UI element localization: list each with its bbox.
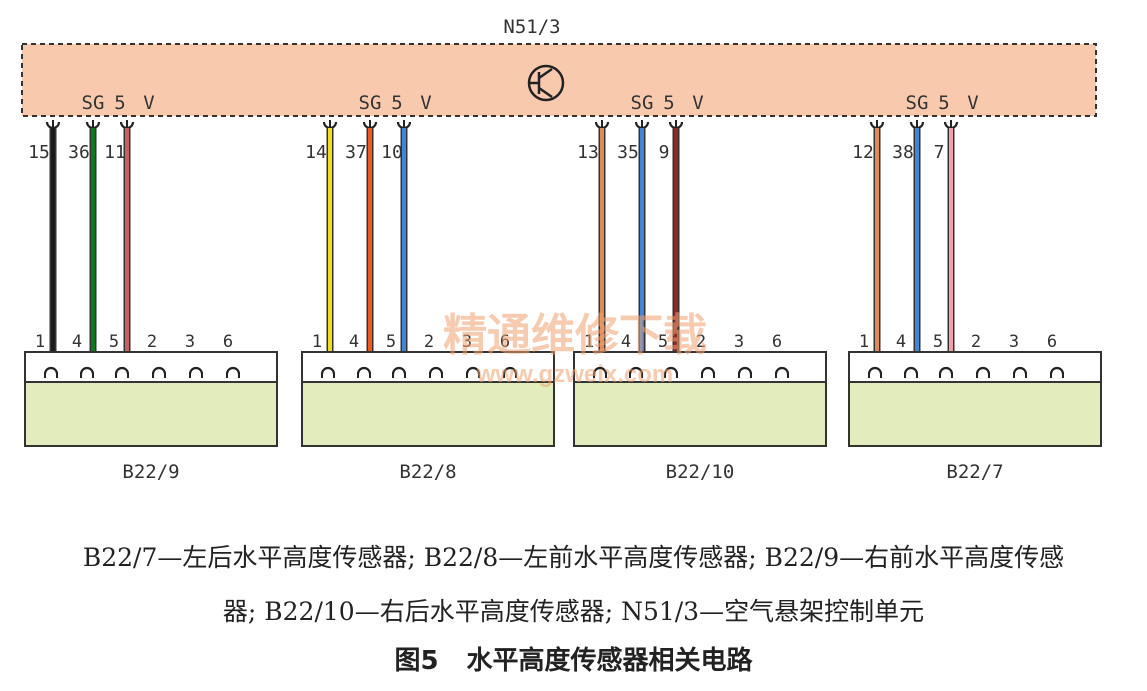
- legend-line-1: B22/7—左后水平高度传感器; B22/8—左前水平高度传感器; B22/9—…: [82, 543, 1065, 572]
- watermark-url: www.gzweix.com: [476, 361, 674, 388]
- controller-pin-number: 36: [68, 142, 90, 163]
- connector-pin-label: 3: [462, 332, 472, 352]
- connector-pin-hook: [737, 366, 753, 375]
- signal-label: 5: [391, 92, 402, 114]
- connector-pin-hook: [628, 366, 644, 375]
- sensor-connector: [848, 351, 1102, 383]
- connector-pin-label: 1: [35, 332, 45, 352]
- controller-pin-number: 13: [577, 142, 599, 163]
- connector-pin-label: 6: [1047, 332, 1057, 352]
- connector-pin-hook: [502, 366, 518, 375]
- connector-pin-label: 5: [658, 332, 668, 352]
- sensor-label: B22/8: [399, 461, 456, 483]
- connector-pin-label: 6: [772, 332, 782, 352]
- sensor-label: B22/9: [122, 461, 179, 483]
- connector-pin-label: 2: [971, 332, 981, 352]
- controller-pin-number: 14: [305, 142, 327, 163]
- sensor-body: [848, 381, 1102, 447]
- connector-pin-hook: [592, 366, 608, 375]
- connector-pin-label: 6: [223, 332, 233, 352]
- connector-pin-label: 4: [621, 332, 631, 352]
- controller-pin-number: 9: [659, 142, 670, 163]
- connector-pin-hook: [320, 366, 336, 375]
- connector-pin-label: 3: [1009, 332, 1019, 352]
- figure-caption: 图5 水平高度传感器相关电路: [0, 640, 1147, 677]
- signal-label: V: [420, 92, 431, 114]
- connector-pin-label: 1: [312, 332, 322, 352]
- connector-pin-hook: [903, 366, 919, 375]
- controller-pin-number: 15: [28, 142, 50, 163]
- controller-pin-number: 37: [345, 142, 367, 163]
- connector-pin-hook: [151, 366, 167, 375]
- connector-pin-label: 1: [859, 332, 869, 352]
- connector-pin-hook: [700, 366, 716, 375]
- connector-pin-label: 4: [72, 332, 82, 352]
- signal-label: SG: [631, 92, 654, 114]
- connector-pin-hook: [867, 366, 883, 375]
- connector-pin-label: 5: [109, 332, 119, 352]
- signal-label: V: [967, 92, 978, 114]
- connector-pin-label: 2: [147, 332, 157, 352]
- connector-pin-hook: [225, 366, 241, 375]
- connector-pin-hook: [391, 366, 407, 375]
- sensor-body: [24, 381, 278, 447]
- connector-pin-label: 3: [185, 332, 195, 352]
- connector-pin-label: 1: [584, 332, 594, 352]
- connector-pin-hook: [114, 366, 130, 375]
- connector-pin-label: 5: [933, 332, 943, 352]
- signal-label: V: [692, 92, 703, 114]
- connector-pin-label: 3: [734, 332, 744, 352]
- connector-pin-hook: [79, 366, 95, 375]
- connector-pin-label: 4: [349, 332, 359, 352]
- sensor-label: B22/10: [666, 461, 735, 483]
- controller-pin-number: 38: [892, 142, 914, 163]
- controller-box: [21, 43, 1097, 117]
- connector-pin-hook: [1049, 366, 1065, 375]
- signal-label: 5: [938, 92, 949, 114]
- connector-pin-hook: [428, 366, 444, 375]
- signal-label: V: [143, 92, 154, 114]
- connector-pin-label: 4: [896, 332, 906, 352]
- sensor-body: [301, 381, 555, 447]
- signal-label: SG: [82, 92, 105, 114]
- signal-label: SG: [359, 92, 382, 114]
- connector-pin-hook: [188, 366, 204, 375]
- connector-pin-hook: [975, 366, 991, 375]
- transistor-icon: [527, 64, 565, 102]
- sensor-connector: [301, 351, 555, 383]
- controller-pin-number: 11: [104, 142, 126, 163]
- controller-label: N51/3: [503, 16, 560, 38]
- connector-pin-hook: [1012, 366, 1028, 375]
- connector-pin-hook: [938, 366, 954, 375]
- connector-pin-label: 2: [696, 332, 706, 352]
- connector-pin-hook: [356, 366, 372, 375]
- connector-pin-label: 6: [500, 332, 510, 352]
- connector-pin-label: 2: [424, 332, 434, 352]
- connector-pin-label: 5: [386, 332, 396, 352]
- controller-pin-number: 10: [381, 142, 403, 163]
- controller-pin-number: 12: [852, 142, 874, 163]
- connector-pin-hook: [465, 366, 481, 375]
- signal-label: SG: [906, 92, 929, 114]
- connector-pin-hook: [43, 366, 59, 375]
- signal-label: 5: [114, 92, 125, 114]
- watermark-title: 精通维修下载: [443, 310, 707, 361]
- controller-pin-number: 35: [617, 142, 639, 163]
- figure-number: 图5: [394, 646, 439, 676]
- sensor-body: [573, 381, 827, 447]
- connector-pin-hook: [774, 366, 790, 375]
- legend-line-2: 器; B22/10—右后水平高度传感器; N51/3—空气悬架控制单元: [222, 597, 925, 626]
- signal-label: 5: [663, 92, 674, 114]
- figure-title: 水平高度传感器相关电路: [466, 646, 753, 676]
- sensor-label: B22/7: [946, 461, 1003, 483]
- controller-pin-number: 7: [934, 142, 945, 163]
- connector-pin-hook: [663, 366, 679, 375]
